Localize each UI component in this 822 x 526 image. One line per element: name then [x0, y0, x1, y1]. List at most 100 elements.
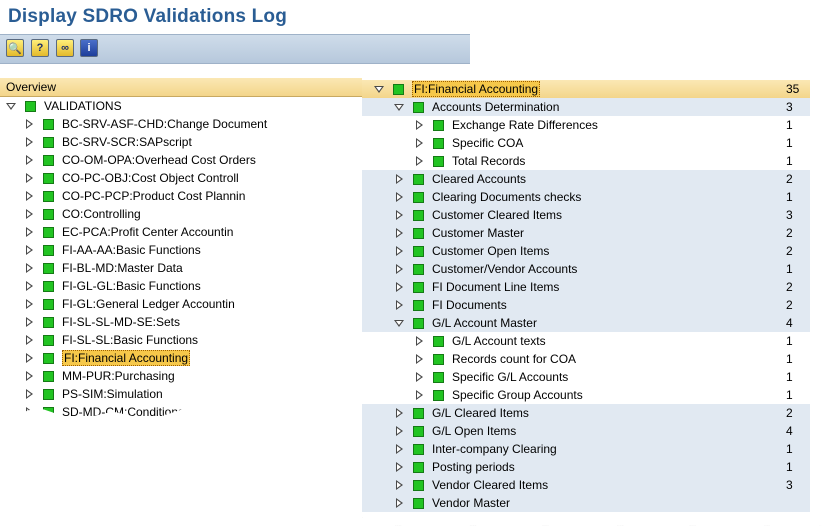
- expand-icon[interactable]: [24, 137, 34, 147]
- expand-icon[interactable]: [394, 228, 404, 238]
- overview-item[interactable]: MM-PUR:Purchasing: [24, 367, 175, 385]
- magnifier-icon[interactable]: 🔍: [6, 39, 24, 57]
- detail-row-label: Customer Open Items: [432, 244, 550, 258]
- expand-icon[interactable]: [394, 480, 404, 490]
- overview-item-label: FI-BL-MD:Master Data: [62, 261, 183, 275]
- status-green-icon: [43, 388, 54, 400]
- expand-icon[interactable]: [24, 389, 34, 399]
- expand-icon[interactable]: [394, 444, 404, 454]
- detail-root-row[interactable]: FI:Financial Accounting 35: [362, 80, 810, 98]
- expand-icon[interactable]: [414, 156, 424, 166]
- expand-icon[interactable]: [24, 407, 34, 417]
- status-green-icon: [43, 136, 54, 148]
- expand-icon[interactable]: [394, 192, 404, 202]
- overview-item[interactable]: FI-GL-GL:Basic Functions: [24, 277, 201, 295]
- expand-icon[interactable]: [414, 120, 424, 130]
- glasses-icon[interactable]: ∞: [56, 39, 74, 57]
- overview-item[interactable]: FI:Financial Accounting: [24, 349, 191, 367]
- expand-icon[interactable]: [414, 354, 424, 364]
- overview-item[interactable]: FI-BL-MD:Master Data: [24, 259, 183, 277]
- expand-icon[interactable]: [394, 174, 404, 184]
- expand-icon[interactable]: [24, 371, 34, 381]
- expand-icon[interactable]: [24, 317, 34, 327]
- expand-icon[interactable]: [24, 209, 34, 219]
- detail-row-label: Customer Cleared Items: [432, 208, 563, 222]
- expand-icon[interactable]: [24, 299, 34, 309]
- expand-icon[interactable]: [24, 335, 34, 345]
- overview-item[interactable]: PS-SIM:Simulation: [24, 385, 163, 403]
- help-icon[interactable]: ?: [31, 39, 49, 57]
- expand-icon[interactable]: [394, 210, 404, 220]
- expand-icon[interactable]: [414, 336, 424, 346]
- expand-icon[interactable]: [24, 245, 34, 255]
- expand-icon[interactable]: [394, 462, 404, 472]
- collapse-icon[interactable]: [6, 101, 16, 111]
- overview-item[interactable]: FI-SL-SL-MD-SE:Sets: [24, 313, 180, 331]
- expand-icon[interactable]: [414, 372, 424, 382]
- status-green-icon: [413, 263, 424, 275]
- status-green-icon: [43, 226, 54, 238]
- overview-item[interactable]: BC-SRV-SCR:SAPscript: [24, 133, 192, 151]
- expand-icon[interactable]: [394, 282, 404, 292]
- expand-icon[interactable]: [394, 408, 404, 418]
- expand-icon[interactable]: [24, 155, 34, 165]
- overview-item[interactable]: FI-SL-SL:Basic Functions: [24, 331, 198, 349]
- expand-icon[interactable]: [24, 191, 34, 201]
- expand-icon[interactable]: [24, 353, 34, 363]
- expand-icon[interactable]: [394, 264, 404, 274]
- info-icon[interactable]: i: [80, 39, 98, 57]
- expand-icon[interactable]: [394, 300, 404, 310]
- expand-icon[interactable]: [24, 263, 34, 273]
- expand-icon[interactable]: [394, 426, 404, 436]
- overview-item[interactable]: CO:Controlling: [24, 205, 141, 223]
- expand-icon[interactable]: [414, 390, 424, 400]
- overview-item[interactable]: FI-GL:General Ledger Accountin: [24, 295, 235, 313]
- expand-icon[interactable]: [24, 281, 34, 291]
- overview-item[interactable]: CO-PC-PCP:Product Cost Plannin: [24, 187, 245, 205]
- detail-row[interactable]: Total Records 1: [362, 152, 810, 170]
- detail-row-count: 1: [786, 154, 793, 168]
- tree-root-validations[interactable]: VALIDATIONS: [6, 97, 122, 115]
- expand-icon[interactable]: [24, 227, 34, 237]
- expand-icon[interactable]: [394, 498, 404, 508]
- overview-item[interactable]: CO-OM-OPA:Overhead Cost Orders: [24, 151, 256, 169]
- expand-icon[interactable]: [414, 138, 424, 148]
- status-green-icon: [43, 370, 54, 382]
- expand-icon[interactable]: [24, 173, 34, 183]
- collapse-icon[interactable]: [394, 318, 404, 328]
- expand-icon[interactable]: [394, 246, 404, 256]
- overview-item[interactable]: EC-PCA:Profit Center Accountin: [24, 223, 233, 241]
- detail-row[interactable]: Vendor Master: [362, 494, 810, 512]
- expand-icon[interactable]: [24, 119, 34, 129]
- overview-item[interactable]: BC-SRV-ASF-CHD:Change Document: [24, 115, 267, 133]
- overview-item[interactable]: SD-MD-CM:Conditions: [24, 403, 184, 420]
- overview-item[interactable]: CO-PC-OBJ:Cost Object Controll: [24, 169, 239, 187]
- collapse-icon[interactable]: [394, 102, 404, 112]
- detail-row-label: FI Documents: [432, 298, 507, 312]
- collapse-icon[interactable]: [374, 84, 384, 94]
- overview-item-label: FI-SL-SL:Basic Functions: [62, 333, 199, 347]
- detail-row-label: Total Records: [452, 154, 526, 168]
- overview-item[interactable]: FI-AA-AA:Basic Functions: [24, 241, 201, 259]
